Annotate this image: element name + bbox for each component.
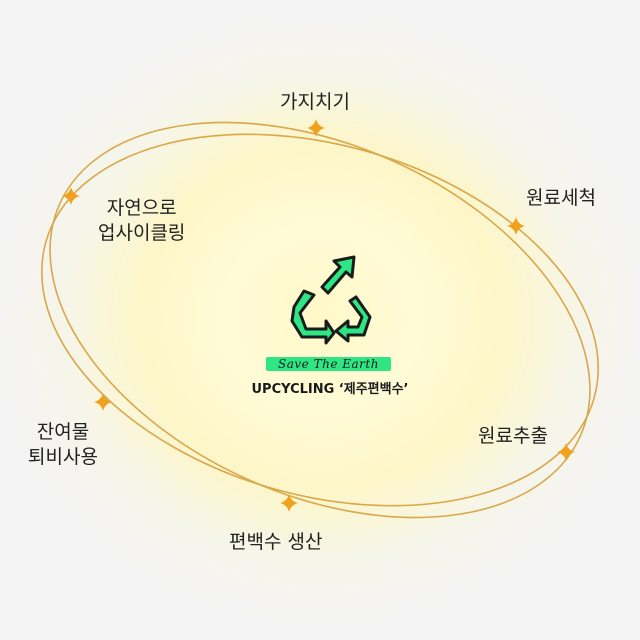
slogan-highlight (266, 357, 391, 371)
step-label-material-washing: 원료세척 (526, 187, 596, 209)
step-label-line: 퇴비사용 (28, 446, 98, 468)
step-label-material-extraction: 원료추출 (478, 425, 548, 447)
star-material-washing-icon (507, 217, 525, 235)
star-residue-reuse-icon (94, 393, 112, 411)
step-label-residue-reuse: 잔여물 퇴비사용 (28, 420, 98, 470)
orbit-ellipse-outer (49, 121, 591, 519)
step-label-production: 편백수 생산 (229, 531, 323, 553)
brand-text: UPCYCLING ‘제주편백수’ (251, 382, 409, 397)
step-label-pruning: 가지치기 (280, 91, 350, 113)
orbit-ellipse-inner (41, 133, 599, 507)
recycle-arrows-icon (290, 255, 372, 345)
star-production-icon (280, 494, 298, 512)
star-pruning-icon (307, 119, 325, 137)
star-material-extraction-icon (557, 443, 575, 461)
step-label-nature-upcycling: 자연으로 업사이클링 (98, 196, 185, 246)
step-label-line: 업사이클링 (98, 222, 186, 244)
center-logo: Save The Earth UPCYCLING ‘제주편백수’ (230, 245, 430, 415)
star-nature-upcycling-icon (62, 187, 80, 205)
slogan-text: Save The Earth (278, 357, 379, 371)
step-label-line: 잔여물 (36, 421, 90, 443)
step-label-line: 자연으로 (106, 197, 177, 219)
